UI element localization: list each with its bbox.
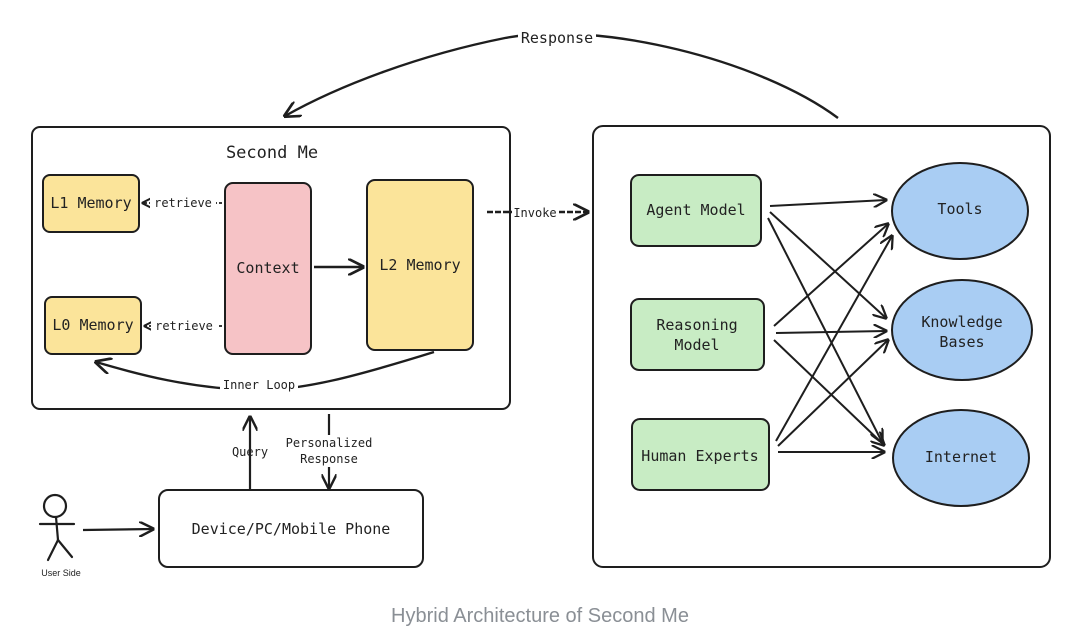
agent-to-tools-arrow — [769, 200, 886, 206]
device-label: Device/PC/Mobile Phone — [192, 520, 391, 538]
human-experts-box — [631, 418, 770, 491]
device-box — [158, 489, 424, 568]
agent-model-box — [630, 174, 762, 247]
context-label: Context — [236, 259, 299, 277]
inner-loop-label: Inner Loop — [223, 378, 295, 392]
l1-memory-label: L1 Memory — [50, 194, 131, 212]
reasoning-to-internet-arrow — [773, 339, 884, 445]
agent-model-label: Agent Model — [646, 201, 745, 219]
diagram-caption: Hybrid Architecture of Second Me — [391, 605, 689, 627]
reasoning-model-label-1: Reasoning — [656, 316, 737, 334]
human-experts-label: Human Experts — [641, 447, 758, 465]
reasoning-model-box — [630, 298, 765, 371]
invoke-label-bg — [512, 205, 558, 220]
agent-to-internet-arrow — [767, 217, 882, 442]
internet-label: Internet — [925, 448, 997, 466]
retrieve-bottom-bg — [151, 318, 217, 333]
model-resource-arrows — [767, 200, 892, 452]
context-box — [224, 182, 312, 355]
query-label: Query — [232, 445, 268, 459]
reasoning-to-tools-arrow — [773, 224, 888, 327]
response-label: Response — [521, 29, 593, 47]
personalized-label-1: Personalized — [286, 436, 373, 450]
reasoning-to-knowledge-arrow — [775, 331, 886, 333]
second-me-title: Second Me — [226, 143, 318, 163]
l0-memory-box — [44, 296, 142, 355]
internet-node — [892, 409, 1030, 507]
retrieve-top-bg — [150, 195, 216, 210]
user-side-label: User Side — [41, 568, 81, 578]
knowledge-bases-node — [891, 279, 1033, 381]
response-label-bg — [518, 29, 596, 47]
knowledge-bases-label-1: Knowledge — [921, 313, 1002, 331]
human-to-tools-arrow — [775, 236, 892, 442]
tools-node — [891, 162, 1029, 260]
inner-loop-bg — [220, 377, 298, 393]
personalized-label-2: Response — [300, 452, 358, 466]
knowledge-bases-label-2: Bases — [939, 333, 984, 351]
tools-label: Tools — [937, 200, 982, 218]
reasoning-model-label-2: Model — [674, 336, 719, 354]
agent-to-knowledge-arrow — [769, 211, 886, 318]
personalized-label-bg — [282, 435, 376, 467]
user-icon — [38, 493, 76, 562]
retrieve-bottom-label: retrieve — [155, 319, 213, 333]
user-to-device-arrow — [82, 529, 153, 530]
l0-memory-label: L0 Memory — [52, 316, 133, 334]
human-to-knowledge-arrow — [777, 340, 888, 447]
l2-memory-box — [366, 179, 474, 351]
invoke-label: Invoke — [513, 206, 556, 220]
l2-memory-label: L2 Memory — [379, 256, 460, 274]
response-arrow — [285, 32, 839, 119]
l1-memory-box — [42, 174, 140, 233]
retrieve-top-label: retrieve — [154, 196, 212, 210]
